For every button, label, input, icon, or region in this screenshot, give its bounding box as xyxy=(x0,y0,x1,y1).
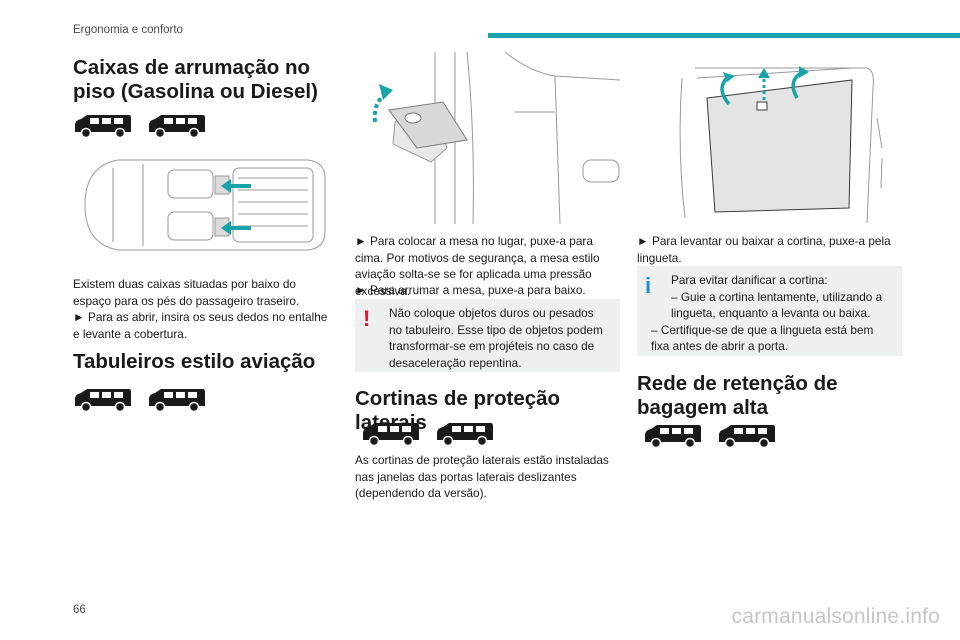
info-note: i Para evitar danificar a cortina: – Gui… xyxy=(637,266,902,356)
van-icon xyxy=(75,389,131,413)
heading-luggage-net: Rede de retenção de bagagem alta xyxy=(637,372,838,419)
vehicle-icons-row xyxy=(73,386,207,414)
vehicle-icons-row xyxy=(361,420,495,448)
info-line-1: Para evitar danificar a cortina: xyxy=(671,273,828,287)
info-line-2: – Guie a cortina lentamente, utilizando … xyxy=(671,289,883,321)
airline-tray-illustration xyxy=(372,52,620,224)
header-accent-bar xyxy=(488,33,960,38)
van-long-icon xyxy=(719,425,775,449)
van-long-icon xyxy=(149,115,205,139)
van-icon xyxy=(645,425,701,449)
heading-airline-trays: Tabuleiros estilo aviação xyxy=(73,350,316,373)
side-blind-illustration xyxy=(679,66,883,223)
info-line-3: – Certifique-se de que a lingueta está b… xyxy=(651,322,874,354)
van-long-icon xyxy=(149,389,205,413)
van-icon xyxy=(363,423,419,447)
paragraph-floor-storage: Existem duas caixas situadas por baixo d… xyxy=(73,277,300,308)
vehicle-icons-row xyxy=(643,422,777,450)
warning-icon: ! xyxy=(363,306,371,331)
warning-note: ! Não coloque objetos duros ou pesados n… xyxy=(355,299,620,372)
vehicle-icons-row xyxy=(73,112,207,140)
heading-floor-storage: Caixas de arrumação no piso (Gasolina ou… xyxy=(73,56,318,103)
instruction-place-table: ► Para colocar a mesa no lugar, puxe-a p… xyxy=(355,234,600,298)
info-icon: i xyxy=(645,273,652,298)
paragraph-side-blinds: As cortinas de proteção laterais estão i… xyxy=(355,453,609,500)
instruction-stow-table: ► Para arrumar a mesa, puxe-a para baixo… xyxy=(355,283,586,297)
instruction-blind: ► Para levantar ou baixar a cortina, pux… xyxy=(637,234,891,265)
instruction-open-storage: ► Para as abrir, insira os seus dedos no… xyxy=(73,310,328,341)
section-title: Ergonomia e conforto xyxy=(73,24,183,36)
van-icon xyxy=(75,115,131,139)
van-long-icon xyxy=(437,423,493,447)
page-number: 66 xyxy=(73,604,86,616)
watermark-text: carmanualsonline.info xyxy=(731,605,940,628)
floor-storage-illustration xyxy=(84,159,326,251)
warning-text: Não coloque objetos duros ou pesados no … xyxy=(389,306,603,370)
